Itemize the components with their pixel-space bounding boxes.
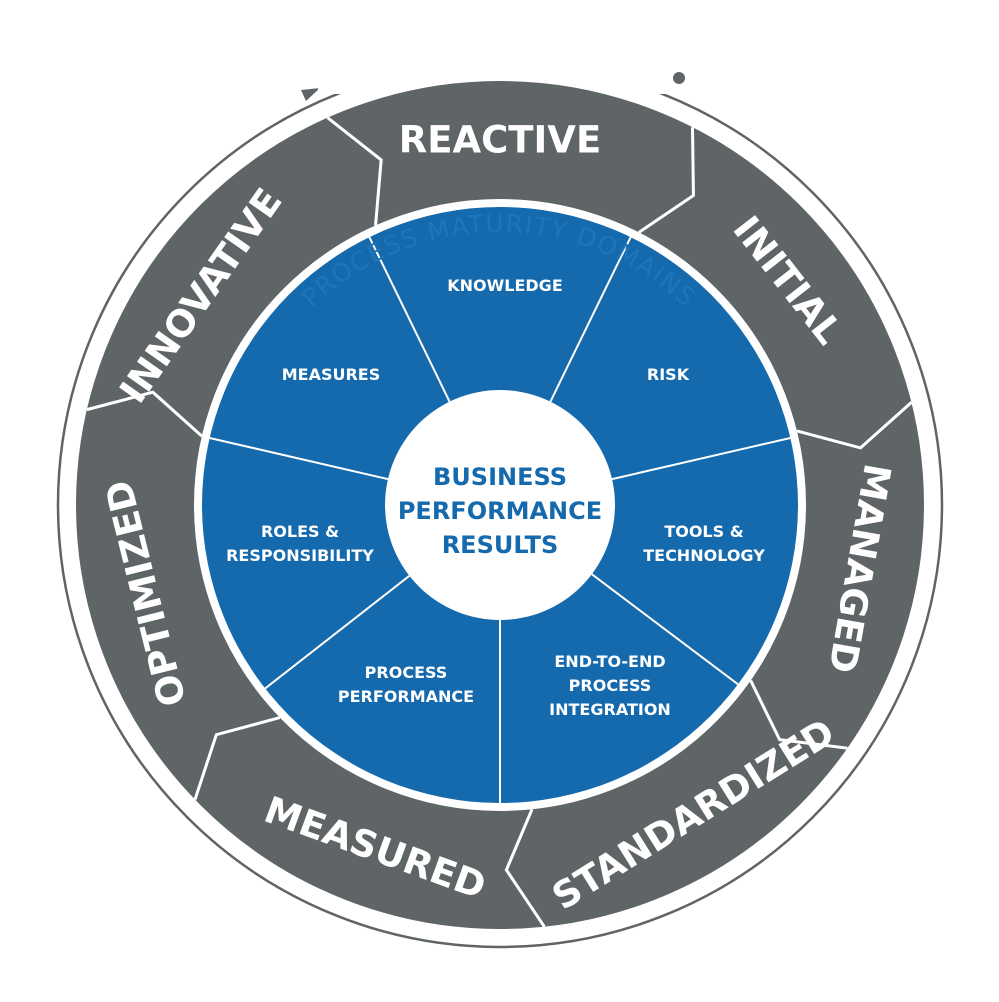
center-label-line: RESULTS — [442, 531, 559, 559]
maturity-level-ring — [76, 81, 924, 929]
domain-label-roles-responsibility: ROLES &RESPONSIBILITY — [226, 522, 374, 565]
business-performance-results: BUSINESS PERFORMANCE RESULTS — [398, 463, 602, 559]
domain-divider — [209, 436, 389, 481]
level-separator — [749, 679, 848, 750]
center-circle — [385, 390, 615, 620]
level-separator — [86, 390, 203, 438]
domain-label-risk: RISK — [647, 365, 690, 384]
level-separator — [326, 116, 383, 226]
domain-label-knowledge: KNOWLEDGE — [447, 276, 563, 295]
cycle-arrow-head-icon — [301, 88, 320, 101]
center-label-line: BUSINESS — [433, 463, 567, 491]
level-label-reactive: REACTIVE — [399, 119, 601, 162]
level-separator — [638, 127, 695, 234]
center-label-line: PERFORMANCE — [398, 497, 602, 525]
level-separator — [796, 401, 913, 450]
domain-label-measures: MEASURES — [282, 365, 381, 384]
domain-divider — [611, 436, 791, 481]
domain-dividers — [209, 236, 791, 803]
domain-label-tools-technology: TOOLS &TECHNOLOGY — [643, 522, 765, 565]
domain-divider — [549, 236, 632, 403]
maturity-band — [76, 81, 924, 929]
domain-divider — [264, 575, 410, 690]
level-separators — [86, 116, 913, 928]
domain-divider — [368, 236, 451, 403]
domain-divider — [591, 573, 739, 686]
level-separator — [504, 808, 546, 928]
domain-labels: KNOWLEDGE RISK TOOLS &TECHNOLOGY END-TO-END… — [226, 276, 765, 719]
level-separator — [193, 716, 281, 801]
cycle-end-dot-icon — [673, 72, 685, 84]
